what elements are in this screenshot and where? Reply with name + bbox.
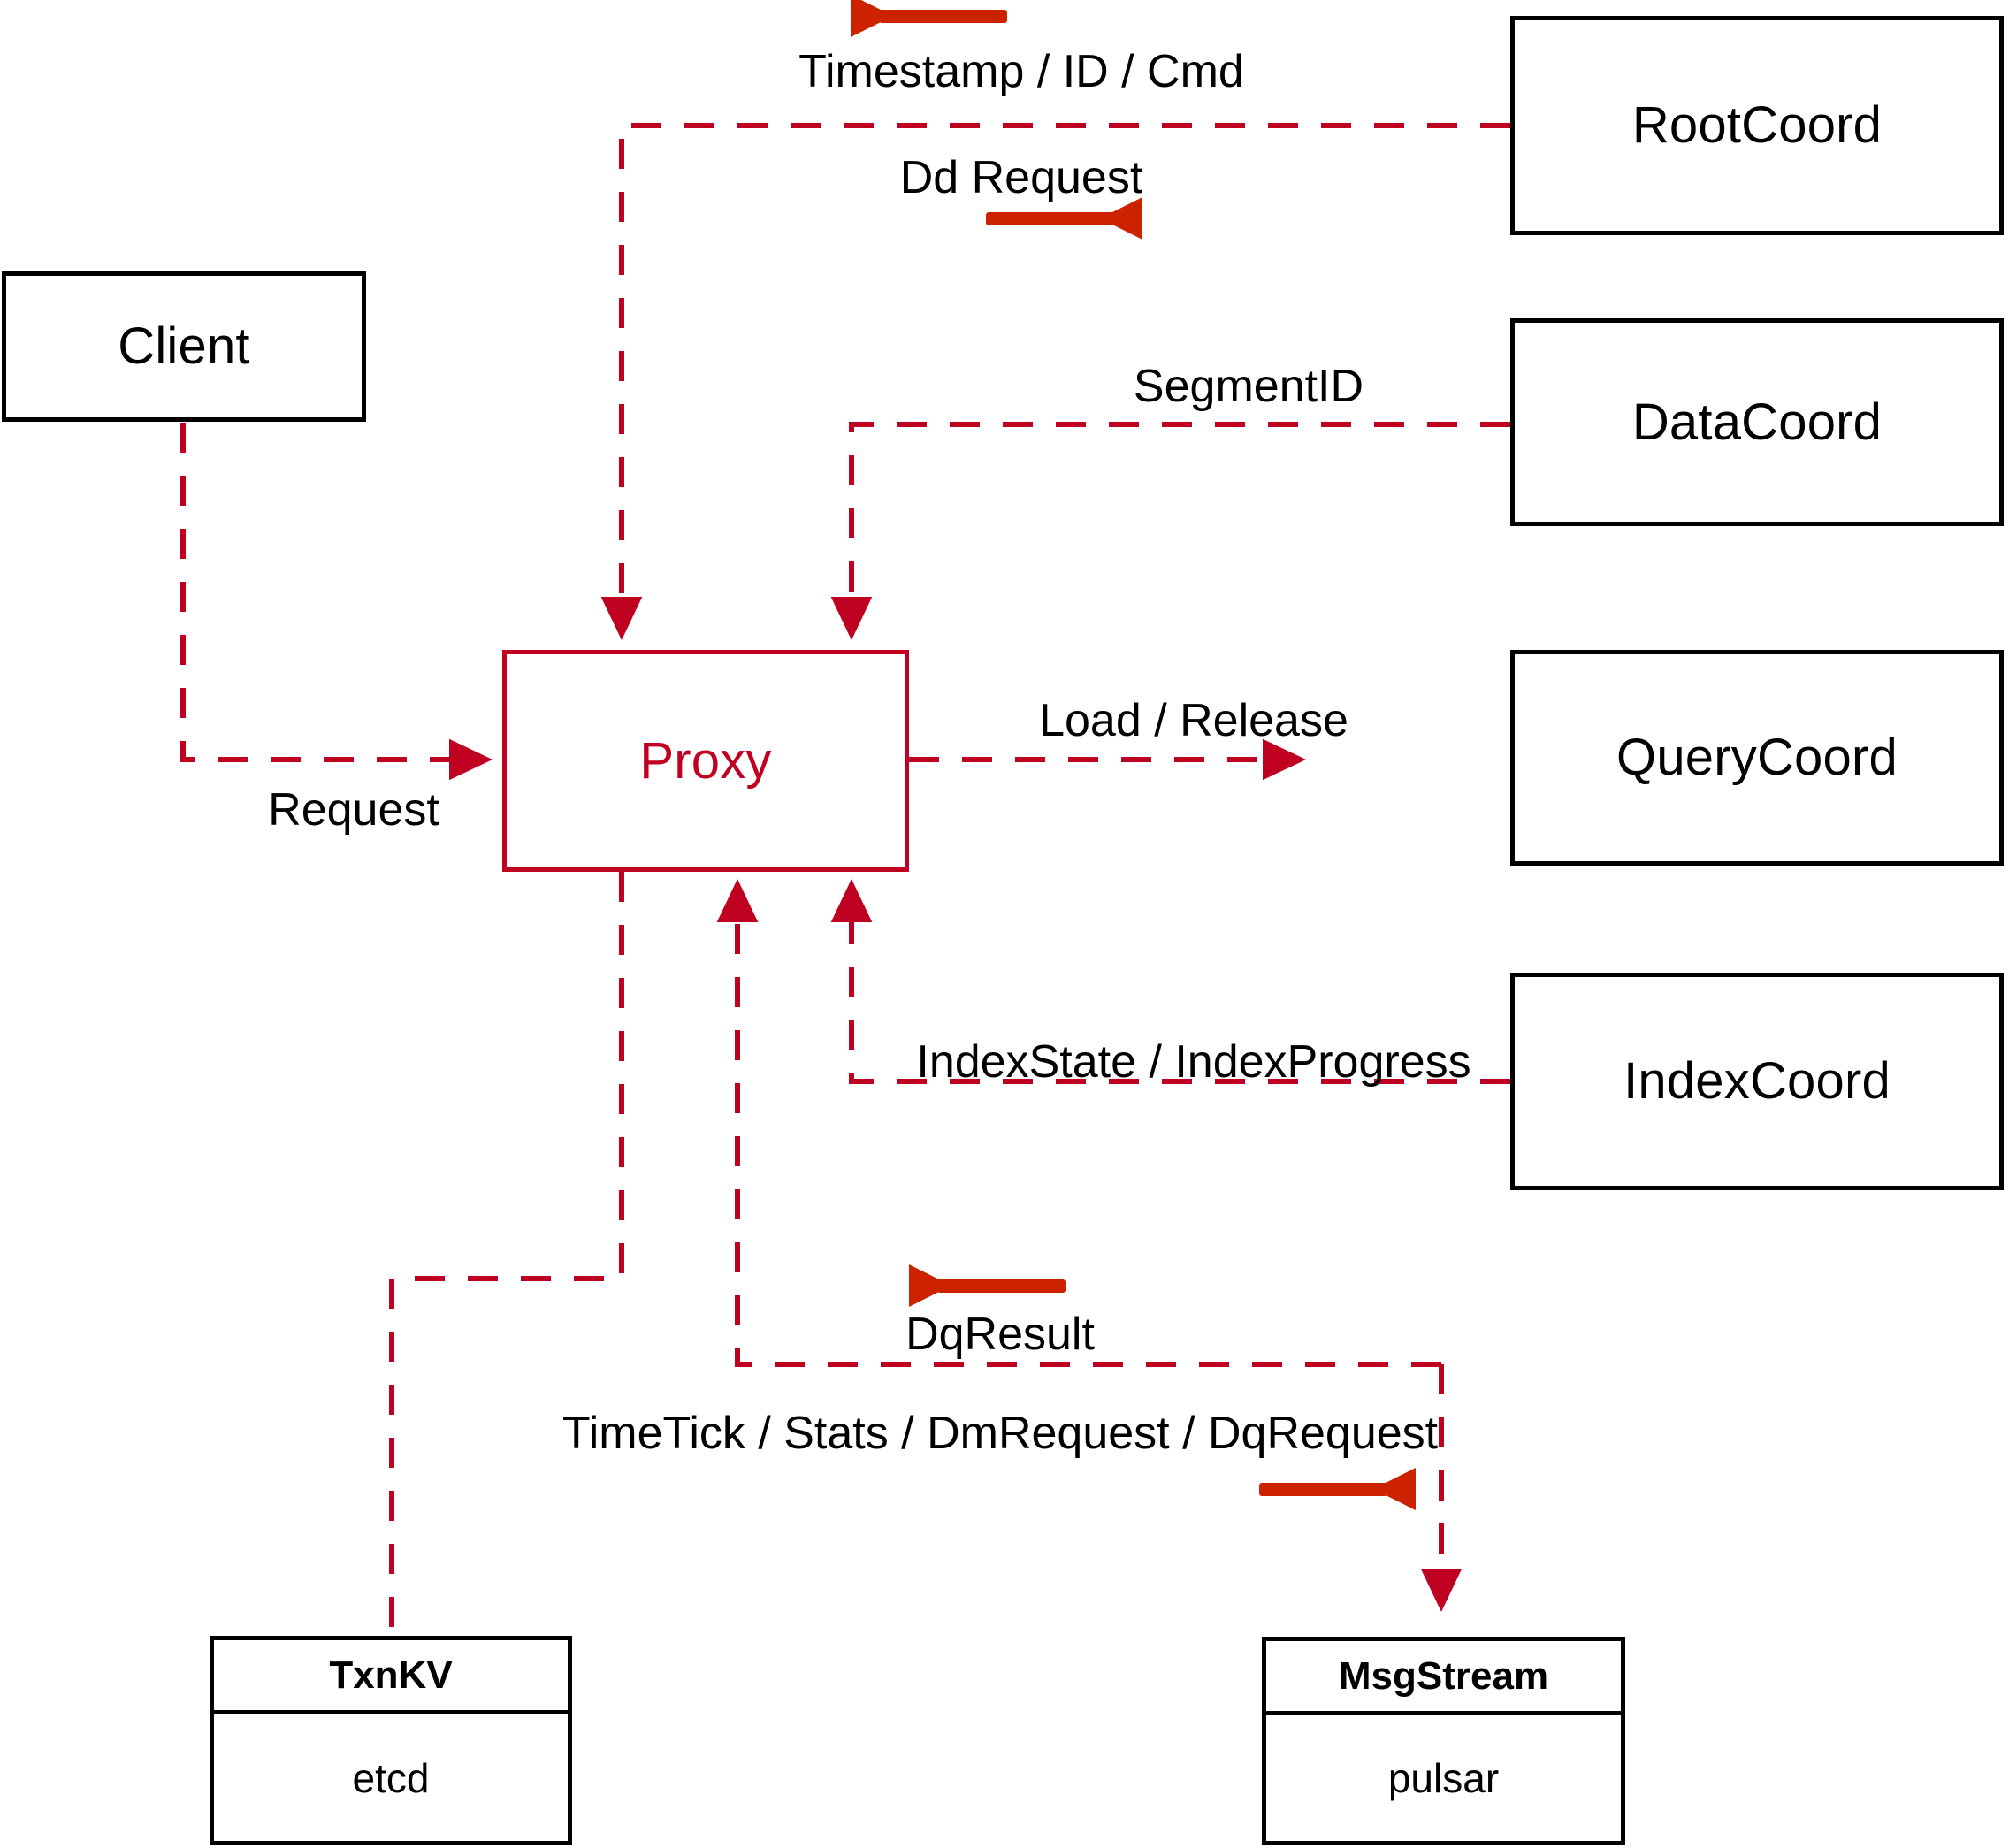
edge-label-request: Request [268,784,439,836]
wire-rootcoord-to-proxy [600,123,1510,641]
node-proxy-label: Proxy [639,731,772,790]
edge-label-timetick-stats: TimeTick / Stats / DmRequest / DqRequest [561,1408,1439,1459]
wire-client-to-proxy [180,423,493,781]
node-client-label: Client [118,317,250,375]
edge-label-dd-request: Dd Request [899,152,1143,203]
edge-label-index-state-progress: IndexState / IndexProgress [916,1036,1471,1088]
node-msgstream[interactable]: MsgStream pulsar [1262,1637,1625,1845]
node-txnkv-title: TxnKV [214,1640,568,1714]
node-querycoord[interactable]: QueryCoord [1510,650,2004,866]
edge-label-load-release: Load / Release [1039,695,1348,746]
node-txnkv[interactable]: TxnKV etcd [210,1636,572,1845]
direction-arrow-dqresult [909,1264,1066,1307]
node-indexcoord-label: IndexCoord [1623,1052,1891,1110]
edge-label-timestamp-id-cmd: Timestamp / ID / Cmd [798,46,1244,97]
edge-label-segment-id: SegmentID [1133,361,1364,412]
node-indexcoord[interactable]: IndexCoord [1510,973,2004,1190]
wire-msgstream-to-proxy [716,878,1441,1367]
node-rootcoord-label: RootCoord [1631,96,1883,154]
direction-arrow-timestamp [851,0,1007,37]
node-msgstream-impl: pulsar [1387,1755,1500,1801]
node-querycoord-label: QueryCoord [1616,729,1898,786]
node-datacoord[interactable]: DataCoord [1510,318,2004,526]
node-datacoord-label: DataCoord [1631,393,1883,451]
wire-indexcoord-to-proxy [830,878,1510,1084]
wire-datacoord-to-proxy [830,422,1510,641]
node-txnkv-impl: etcd [352,1754,430,1801]
node-client[interactable]: Client [2,271,366,422]
edge-label-dqresult: DqResult [905,1309,1095,1360]
node-proxy[interactable]: Proxy [502,650,909,872]
direction-arrow-timetick [1259,1468,1416,1510]
node-rootcoord[interactable]: RootCoord [1510,16,2004,235]
wire-proxy-to-txnkv [389,872,624,1636]
node-msgstream-title: MsgStream [1266,1641,1621,1715]
direction-arrow-dd-request [986,197,1142,240]
